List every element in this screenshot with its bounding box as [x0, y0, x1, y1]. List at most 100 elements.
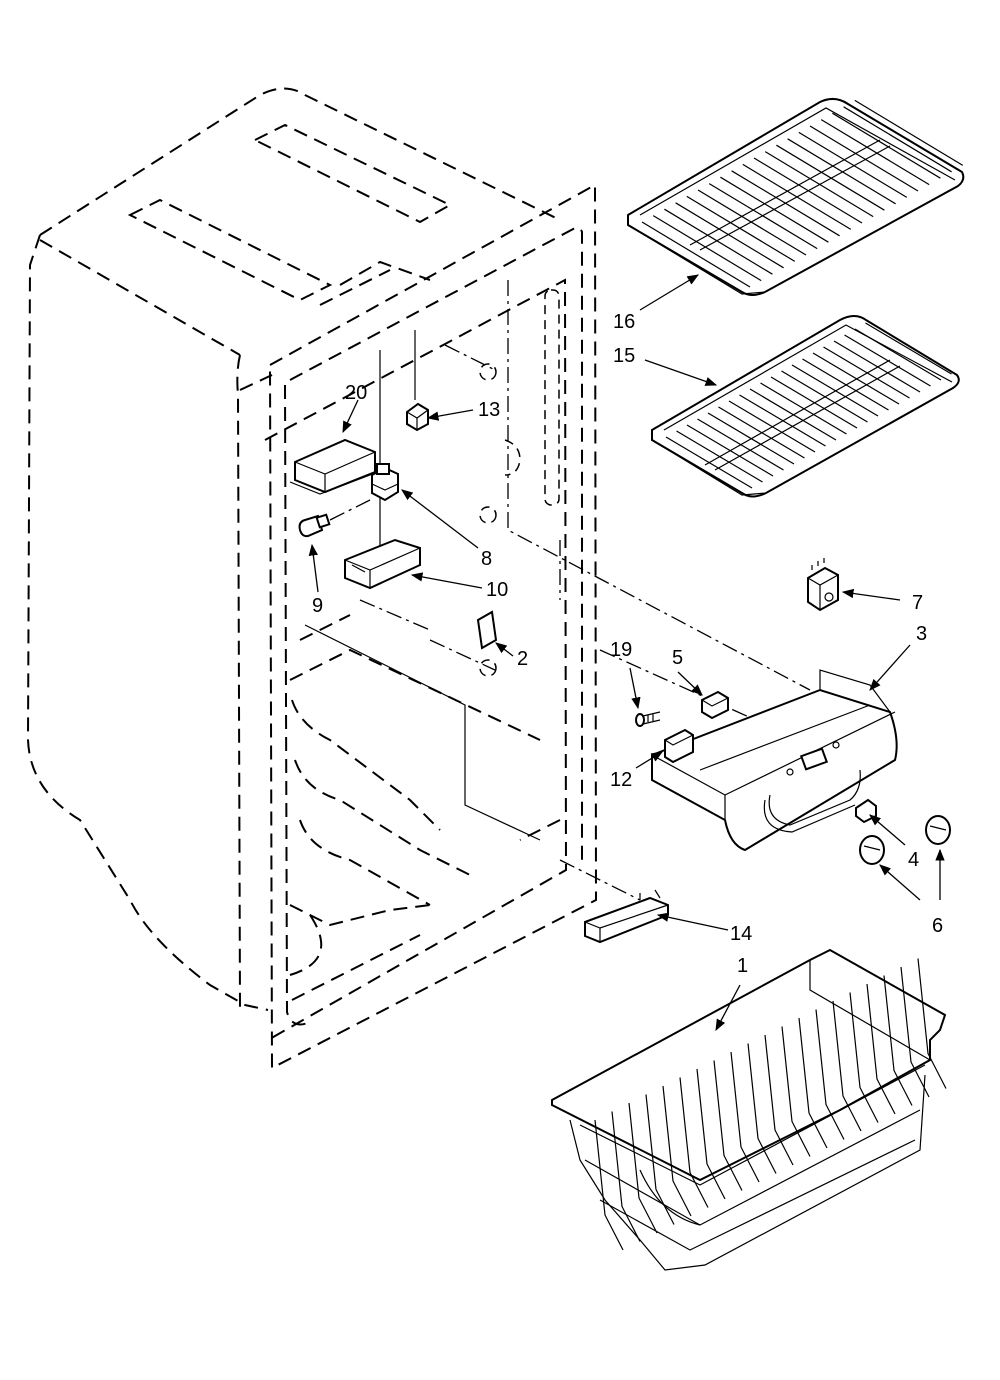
- cabinet-hardware-dashed: [479, 289, 560, 677]
- callout-2: 2: [517, 648, 528, 670]
- basket-wire: [611, 1111, 641, 1242]
- wire-shelf-lower: [651, 315, 960, 498]
- wire-bar: [697, 189, 807, 256]
- knob-part-6-right: [925, 815, 951, 845]
- callout-8: 8: [481, 548, 492, 570]
- wire-bar: [731, 170, 840, 237]
- basket-wire: [594, 1119, 624, 1251]
- wire-bar: [665, 436, 753, 489]
- label-part-2: [476, 610, 498, 650]
- wire-bar: [720, 176, 829, 243]
- callout-7: 7: [912, 592, 923, 614]
- pad-part-12: [664, 728, 694, 764]
- wire-bar: [833, 340, 921, 393]
- callout-16: 16: [613, 311, 635, 333]
- knob-part-6-left: [859, 835, 885, 865]
- control-housing-part-3: [651, 669, 898, 852]
- wire-bar: [843, 106, 952, 173]
- basket-wire: [815, 1009, 845, 1140]
- wire-bar: [686, 195, 796, 262]
- callout-14: 14: [730, 923, 752, 945]
- wire-bar: [676, 430, 763, 483]
- wire-bar: [854, 99, 964, 166]
- wire-bar: [718, 406, 805, 459]
- wire-bar: [809, 125, 919, 192]
- basket-wire: [900, 966, 930, 1098]
- wire-bar: [728, 400, 816, 453]
- bracket-part-10: [344, 538, 421, 590]
- control-part-7: [807, 558, 839, 612]
- wire-bar: [641, 221, 751, 288]
- wire-bar: [791, 364, 879, 417]
- wire-bar: [865, 322, 952, 375]
- wire-bar: [652, 215, 762, 282]
- wire-bar: [770, 376, 858, 429]
- pad-part-5: [701, 690, 729, 720]
- wire-bar: [802, 358, 889, 411]
- wire-bar: [753, 157, 863, 224]
- wire-bar: [707, 412, 795, 465]
- basket-wire: [781, 1026, 811, 1157]
- callout-15: 15: [613, 345, 635, 367]
- interior-solid-lines: [304, 330, 541, 841]
- wire-bar: [781, 370, 868, 423]
- wire-bar: [760, 382, 847, 435]
- callout-19: 19: [610, 639, 632, 661]
- callout-1: 1: [737, 955, 748, 977]
- wire-bar: [844, 334, 931, 387]
- screw-part-19: [635, 711, 661, 727]
- wire-bar: [686, 424, 774, 477]
- wire-bar: [664, 208, 773, 275]
- wire-bar: [832, 112, 941, 179]
- wire-bar: [697, 418, 784, 471]
- basket-wire: [866, 983, 896, 1115]
- basket-wire: [747, 1043, 777, 1174]
- basket-wire: [798, 1017, 828, 1149]
- basket-wire: [917, 958, 947, 1089]
- wire-bar: [764, 151, 874, 218]
- wire-shelf-upper: [627, 98, 965, 296]
- callout-4: 4: [908, 849, 919, 871]
- wire-bar: [787, 138, 896, 205]
- callout-labels: 16 15 20 13 8 10 9 2 7 3 19 5 12 4 6 14 …: [312, 311, 943, 977]
- wire-bar: [820, 119, 930, 186]
- wire-bar: [675, 202, 784, 269]
- light-bulb-part-9: [298, 499, 371, 538]
- basket-wire: [713, 1060, 743, 1191]
- wire-bar: [739, 394, 826, 447]
- callout-5: 5: [672, 647, 683, 669]
- basket-wire: [849, 992, 879, 1123]
- wire-bar: [798, 131, 908, 198]
- wire-bar: [776, 144, 885, 211]
- wire-basket-part-1: [551, 948, 947, 1271]
- callout-leaders: [308, 274, 945, 1032]
- callout-6: 6: [932, 915, 943, 937]
- wire-bar: [742, 163, 852, 230]
- basket-wire: [679, 1077, 709, 1208]
- basket-wire: [628, 1102, 658, 1234]
- light-shield-part-20: [289, 438, 379, 495]
- callout-9: 9: [312, 595, 323, 617]
- wire-bar: [812, 352, 900, 405]
- basket-wire: [662, 1085, 692, 1217]
- basket-wire: [730, 1051, 760, 1183]
- wire-bar: [749, 388, 837, 441]
- light-socket-part-8: [371, 463, 399, 502]
- switch-part-13: [406, 402, 429, 432]
- knob-part-4: [855, 798, 877, 824]
- basket-wire: [883, 975, 913, 1106]
- basket-wire: [832, 1000, 862, 1132]
- callout-3: 3: [916, 623, 927, 645]
- callout-13: 13: [478, 399, 500, 421]
- freezer-cabinet-outline: [26, 87, 598, 1070]
- callout-12: 12: [610, 769, 632, 791]
- wire-bar: [708, 183, 818, 250]
- basket-wire: [764, 1034, 794, 1166]
- bracket-part-14: [584, 889, 669, 944]
- basket-wire: [696, 1068, 726, 1200]
- callout-20: 20: [345, 382, 367, 404]
- basket-wire: [645, 1094, 675, 1225]
- wire-bar: [823, 346, 910, 399]
